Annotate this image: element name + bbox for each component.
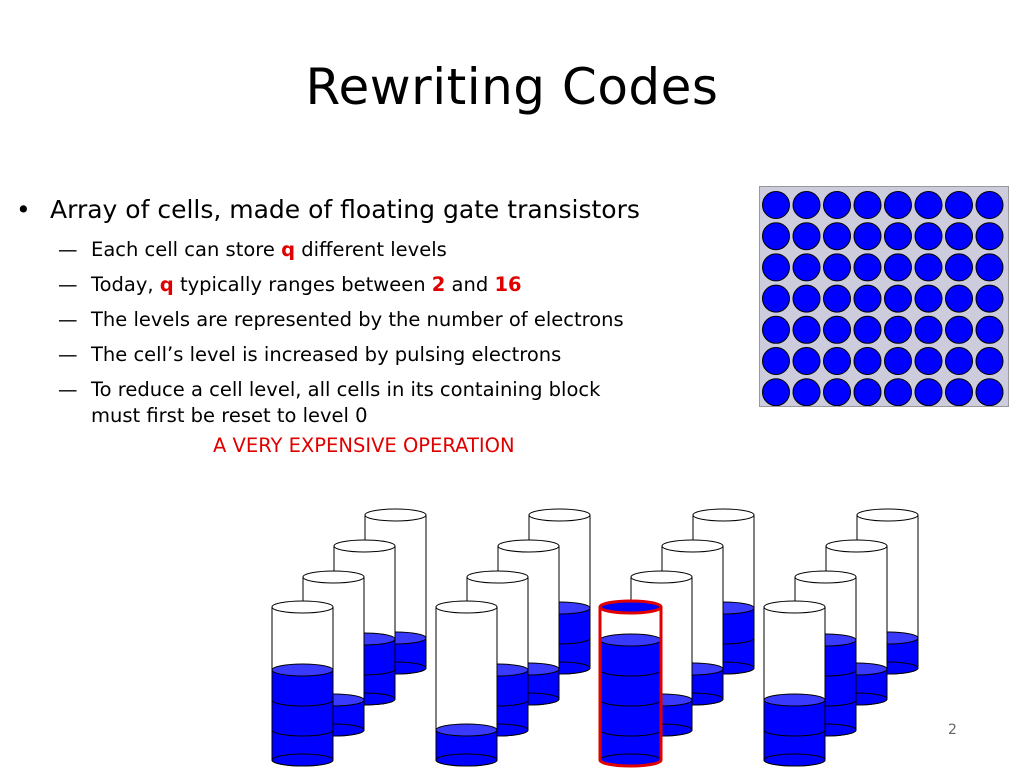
cell-circle xyxy=(853,253,882,282)
cylinder-cell xyxy=(763,600,826,767)
cell-circle xyxy=(945,222,973,251)
bullet-list: • Array of cells, made of floating gate … xyxy=(14,192,764,429)
cell-circle xyxy=(823,315,851,344)
cell-circle xyxy=(884,253,912,282)
bullet-marker: • xyxy=(16,195,31,224)
cell-circle xyxy=(945,347,973,375)
cell-circle xyxy=(975,378,1004,407)
cell-circle xyxy=(914,347,943,375)
cell-circle xyxy=(884,347,912,375)
subbullet-marker: — xyxy=(58,343,78,366)
cell-circle xyxy=(762,378,790,407)
cell-circle xyxy=(853,347,882,375)
cell-circle xyxy=(945,378,973,407)
cell-array-graphic xyxy=(762,191,1004,407)
subbullet-text: Today, q typically ranges between 2 and … xyxy=(91,273,522,296)
cell-circle xyxy=(823,222,851,251)
cell-circle xyxy=(792,284,821,313)
cell-circle xyxy=(762,222,790,251)
cell-circle xyxy=(914,284,943,313)
cell-circle xyxy=(762,284,790,313)
cylinder-cell xyxy=(435,600,498,767)
cell-circle xyxy=(884,191,912,219)
warning-text: A VERY EXPENSIVE OPERATION xyxy=(213,434,515,457)
cell-circle xyxy=(853,284,882,313)
cell-circle xyxy=(975,315,1004,344)
subbullet-text: Each cell can store q different levels xyxy=(91,238,447,261)
slide-title: Rewriting Codes xyxy=(305,58,719,116)
cell-circle xyxy=(762,347,790,375)
cell-circle xyxy=(853,378,882,407)
cell-circle xyxy=(853,191,882,219)
cell-circle xyxy=(762,315,790,344)
cell-circle xyxy=(853,222,882,251)
cylinder-cell xyxy=(598,599,663,768)
subbullet-text: The cell’s level is increased by pulsing… xyxy=(91,343,562,366)
cell-circle xyxy=(914,253,943,282)
subbullet-text: The levels are represented by the number… xyxy=(91,308,624,331)
cell-circle xyxy=(945,253,973,282)
cell-circle xyxy=(823,347,851,375)
cell-circle xyxy=(792,222,821,251)
cell-circle xyxy=(884,222,912,251)
bullet-text: Array of cells, made of floating gate tr… xyxy=(50,195,640,224)
cell-circle xyxy=(914,378,943,407)
cell-circle xyxy=(762,191,790,219)
cell-array xyxy=(759,186,1009,407)
page-number: 2 xyxy=(948,722,957,738)
cell-circle xyxy=(792,191,821,219)
cell-circle xyxy=(975,253,1004,282)
cell-circle xyxy=(975,191,1004,219)
subbullet-marker: — xyxy=(58,238,78,261)
cell-circle xyxy=(945,191,973,219)
cell-circle xyxy=(884,315,912,344)
cell-circle xyxy=(792,347,821,375)
bullet-item: • Array of cells, made of floating gate … xyxy=(14,192,764,228)
cell-circle xyxy=(792,315,821,344)
cell-circle xyxy=(853,315,882,344)
cell-circle xyxy=(975,222,1004,251)
cell-circle xyxy=(914,191,943,219)
cell-circle xyxy=(823,191,851,219)
subbullet-item: — Each cell can store q different levels xyxy=(58,237,764,263)
cell-circle xyxy=(945,315,973,344)
cell-circle xyxy=(823,378,851,407)
cell-circle xyxy=(762,253,790,282)
cell-circle xyxy=(914,315,943,344)
cell-circle xyxy=(792,378,821,407)
cell-circle xyxy=(884,284,912,313)
subbullet-marker: — xyxy=(58,378,78,401)
subbullet-marker: — xyxy=(58,273,78,296)
cell-circle xyxy=(945,284,973,313)
subbullet-item: — The levels are represented by the numb… xyxy=(58,307,764,333)
cell-circle xyxy=(975,284,1004,313)
cell-circle xyxy=(823,253,851,282)
cell-circle xyxy=(792,253,821,282)
subbullet-item: — The cell’s level is increased by pulsi… xyxy=(58,342,764,368)
subbullet-marker: — xyxy=(58,308,78,331)
cell-circle xyxy=(823,284,851,313)
cell-circle xyxy=(884,378,912,407)
cell-circle xyxy=(975,347,1004,375)
cell-circle xyxy=(914,222,943,251)
subbullet-item: — To reduce a cell level, all cells in i… xyxy=(58,377,764,429)
cylinder-cell xyxy=(271,600,334,767)
subbullet-text: To reduce a cell level, all cells in its… xyxy=(91,378,601,427)
subbullet-item: — Today, q typically ranges between 2 an… xyxy=(58,272,764,298)
